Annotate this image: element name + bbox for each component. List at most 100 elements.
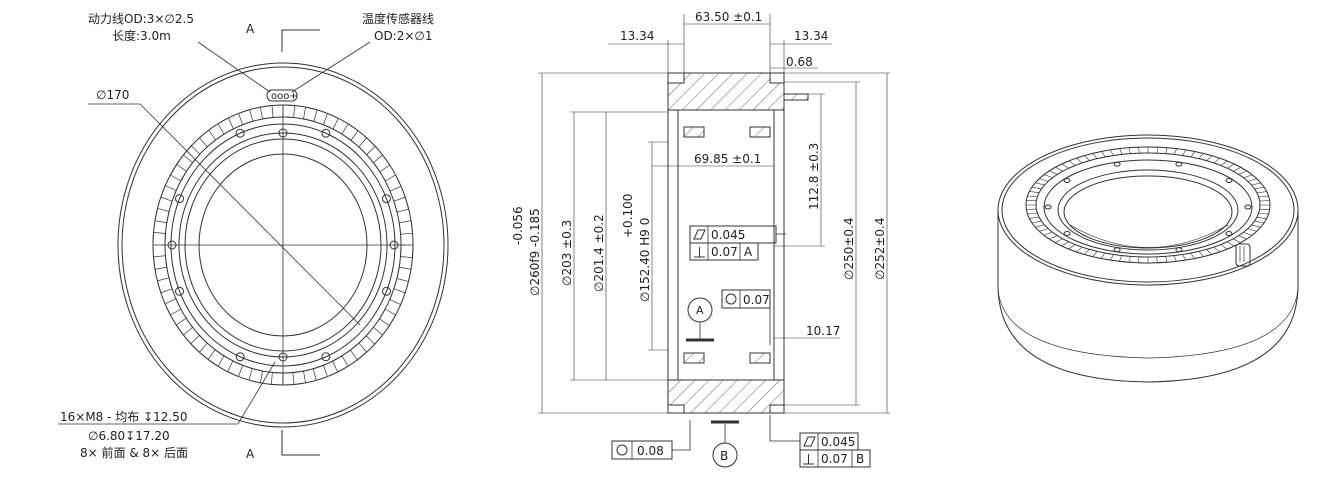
connector-text: ooo+ <box>271 91 298 102</box>
magnet-segment <box>175 317 194 336</box>
magnet-segment <box>349 342 368 361</box>
mounting-hole <box>381 286 391 296</box>
iso-mounting-hole <box>1175 161 1183 167</box>
iso-bore-inner <box>1063 175 1233 249</box>
fcf-circularity-2-leader <box>672 420 691 451</box>
iso-magnet-segment <box>1213 157 1229 166</box>
iso-magnet-segment <box>1237 170 1253 179</box>
dim-252: ∅252±0.4 <box>873 218 887 281</box>
iso-magnet-segments <box>1025 146 1271 264</box>
holes-label-2: ∅6.80↧17.20 <box>88 429 170 443</box>
iso-magnet-segment <box>1054 238 1070 247</box>
diameter-pcd-label: ∅170 <box>96 88 129 102</box>
iso-magnet-segment <box>1092 151 1106 159</box>
section-arrow-bottom <box>281 430 320 456</box>
iso-magnet-segment <box>1254 186 1268 194</box>
iso-magnet-segment <box>1250 220 1265 228</box>
iso-mounting-hole <box>1225 230 1233 236</box>
iso-mounting-hole <box>1044 204 1052 210</box>
iso-magnet-segment <box>1258 195 1271 202</box>
iso-magnet-segment <box>1031 182 1046 190</box>
iso-magnet-segment <box>1025 200 1037 206</box>
isometric-view <box>997 134 1299 383</box>
magnet-segment <box>169 163 187 182</box>
temp-sensor-label-2: OD:2×∅1 <box>374 29 433 43</box>
magnet-segment <box>396 266 412 283</box>
magnet-segment <box>389 288 406 305</box>
depth-symbol-icon: ↧ <box>143 410 153 424</box>
mounting-hole <box>381 194 391 204</box>
dim-bore-main: ∅152.40 H9 0 <box>638 218 652 302</box>
dim-outer-main: ∅260f9 -0.185 <box>528 208 542 296</box>
slot-bottom-right <box>749 352 771 364</box>
circularity-symbol-icon <box>725 293 737 305</box>
flatness-symbol-icon <box>803 436 816 447</box>
iso-magnet-segment <box>1242 228 1258 236</box>
iso-cable-connector <box>1235 243 1251 267</box>
datum-b-label: B <box>720 449 728 463</box>
iso-magnet-segment <box>1027 191 1040 198</box>
iso-magnet-segment <box>1025 208 1038 215</box>
iso-bore-depth <box>1069 224 1229 248</box>
fcf-flatness-1-value: 0.045 <box>711 228 745 242</box>
magnet-segment <box>384 174 402 192</box>
dim-left-step: 13.34 <box>620 29 654 43</box>
iso-mounting-hole <box>1113 247 1121 253</box>
iso-magnet-segment <box>1118 255 1131 263</box>
iso-mounting-hole <box>1063 230 1071 236</box>
iso-bolt-ring <box>1043 159 1253 255</box>
iso-magnet-segment <box>1034 224 1049 232</box>
circularity-symbol-icon <box>616 444 628 456</box>
iso-magnet-segment <box>1173 254 1187 262</box>
perpendicularity-symbol-icon <box>803 454 814 465</box>
magnet-segment <box>270 372 284 386</box>
holes-label-1: 16×M8 - 均布 ↧12.50 <box>60 410 188 424</box>
iso-magnet-segment <box>1198 152 1213 162</box>
magnet-segment <box>217 117 234 135</box>
magnet-segment <box>164 298 182 316</box>
holes-leader-diag <box>237 361 276 425</box>
fcf-flatness-2-leader <box>769 415 800 442</box>
magnet-segment <box>365 326 384 345</box>
dim-width-total: 63.50 ±0.1 <box>695 10 762 24</box>
cable-leader-right <box>291 41 371 93</box>
section-view <box>538 14 890 468</box>
iso-magnet-segment <box>1247 178 1262 186</box>
fcf-perp-1-value: 0.07 <box>711 245 738 259</box>
outer-ring-inner <box>121 66 445 424</box>
dim-inner-width: 69.85 ±0.1 <box>694 152 761 166</box>
iso-magnet-segment <box>1190 251 1204 259</box>
mounting-hole <box>321 128 331 138</box>
fcf-perp-2 <box>799 449 871 468</box>
front-view <box>58 29 449 456</box>
magnet-segment <box>312 364 328 381</box>
iso-mounting-hole <box>1113 161 1121 167</box>
magnet-segment <box>393 196 410 213</box>
iso-magnet-segment <box>1232 235 1248 244</box>
cable-power-label-2: 长度:3.0m <box>112 28 171 43</box>
dim-offset-height: 112.8 ±0.3 <box>807 143 821 210</box>
hatch-bottom <box>667 379 785 414</box>
iso-body-band <box>997 289 1299 359</box>
dim-250: ∅250±0.4 <box>842 218 856 281</box>
datum-a-label: A <box>696 304 704 317</box>
cable-connector <box>266 89 298 102</box>
cable-stub <box>783 93 809 101</box>
magnet-segment <box>260 105 274 120</box>
iso-magnet-segment <box>1038 174 1054 182</box>
magnet-segment <box>292 370 306 385</box>
iso-magnet-segment <box>1128 146 1140 154</box>
magnet-segment <box>248 368 263 384</box>
magnet-segment <box>398 220 413 235</box>
mounting-hole <box>175 194 185 204</box>
dim-203: ∅203 ±0.3 <box>560 220 574 286</box>
magnet-segment <box>282 104 296 118</box>
iso-magnet-segment <box>1219 241 1235 250</box>
iso-mounting-hole <box>1063 178 1071 184</box>
iso-magnet-segment <box>1156 256 1168 264</box>
iso-top-outer-2 <box>1001 137 1295 283</box>
mounting-hole <box>321 352 331 362</box>
iso-magnet-segment <box>1083 248 1098 258</box>
dim-step-height: 10.17 <box>806 324 840 338</box>
